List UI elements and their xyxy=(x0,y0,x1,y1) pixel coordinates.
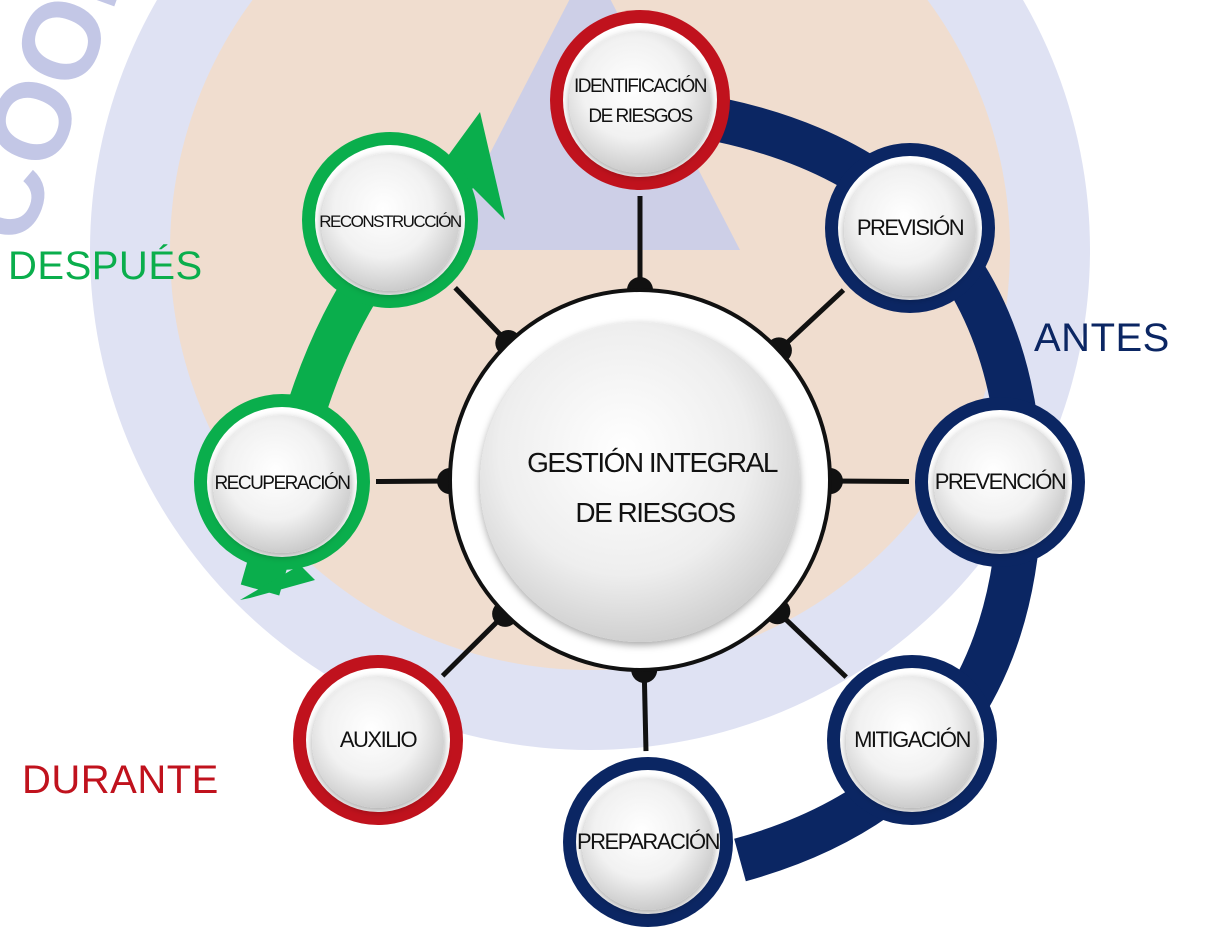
node-label-identificacion: DE RIESGOS xyxy=(588,106,692,127)
node-label-mitigacion: MITIGACIÓN xyxy=(854,727,970,752)
node-label-preparacion: PREPARACIÓN xyxy=(577,829,720,854)
node-reconstruccion: RECONSTRUCCIÓN xyxy=(302,132,478,308)
hub-orb xyxy=(480,322,800,642)
node-label-prevencion: PREVENCIÓN xyxy=(935,469,1066,494)
hub-title-line1: GESTIÓN INTEGRAL xyxy=(527,447,778,478)
node-label-recuperacion: RECUPERACIÓN xyxy=(214,472,350,494)
node-prevencion: PREVENCIÓN xyxy=(915,397,1085,567)
node-label-auxilio: AUXILIO xyxy=(340,727,418,752)
node-orb-identificacion xyxy=(569,31,711,173)
phase-label-during: DURANTE xyxy=(22,758,219,803)
node-label-identificacion: IDENTIFICACIÓN xyxy=(574,75,707,97)
node-prevision: PREVISIÓN xyxy=(825,143,995,313)
node-identificacion: IDENTIFICACIÓN DE RIESGOS xyxy=(550,10,730,190)
node-label-prevision: PREVISIÓN xyxy=(857,215,964,240)
node-mitigacion: MITIGACIÓN xyxy=(827,655,997,825)
node-auxilio: AUXILIO xyxy=(293,655,463,825)
phase-label-before: ANTES xyxy=(1034,316,1170,361)
center-hub: GESTIÓN INTEGRAL DE RIESGOS xyxy=(450,290,830,670)
node-label-reconstruccion: RECONSTRUCCIÓN xyxy=(319,212,461,231)
node-preparacion: PREPARACIÓN xyxy=(563,757,733,927)
node-recuperacion: RECUPERACIÓN xyxy=(194,394,370,570)
phase-label-after: DESPUÉS xyxy=(8,244,203,289)
hub-title-line2: DE RIESGOS xyxy=(575,497,735,528)
